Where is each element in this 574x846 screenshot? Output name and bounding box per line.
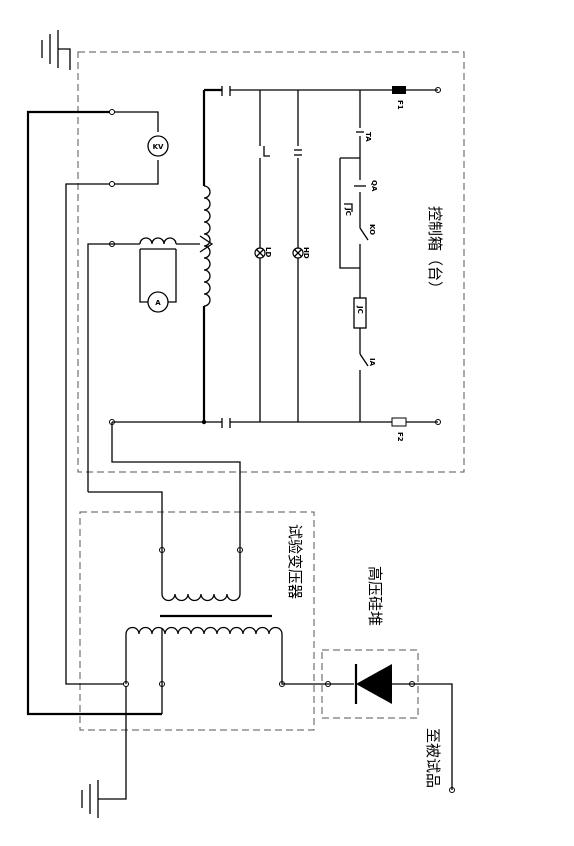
kv-meter-wiring xyxy=(26,110,162,716)
test-transformer xyxy=(125,550,328,714)
voltage-regulator xyxy=(199,90,214,425)
fuse-f1 xyxy=(392,86,406,94)
contact-jc-label: JC xyxy=(344,207,352,216)
fuse-f1-label: F1 xyxy=(396,100,404,110)
terminals xyxy=(109,87,455,793)
lamp-ld xyxy=(254,247,266,259)
fuse-f2 xyxy=(391,417,407,427)
fuse-f2-label: F2 xyxy=(396,432,404,442)
voltmeter: KV xyxy=(147,135,169,157)
lamp-hd xyxy=(292,247,304,259)
switch-ia-label: IA xyxy=(368,358,376,367)
ground-icon-bottom xyxy=(81,687,127,818)
lamp-ld-label: LD xyxy=(264,247,272,257)
ammeter-label: A xyxy=(155,299,161,307)
switch-ko-label: KO xyxy=(368,224,376,235)
hv-silicon-stack-boundary xyxy=(321,649,419,719)
coil-jc-label: JC xyxy=(356,305,364,314)
ammeter-circuit: A xyxy=(87,237,200,492)
transformer-feed xyxy=(88,422,241,550)
control-box-wiring xyxy=(112,86,438,428)
to-test-object-label: 至被试品 xyxy=(424,728,442,788)
switch-qa-label: QA xyxy=(370,180,378,192)
control-box-boundary xyxy=(77,51,465,473)
hv-silicon-stack-label: 高压硅堆 xyxy=(366,566,384,626)
voltmeter-label: KV xyxy=(153,143,164,151)
ground-icon-top xyxy=(41,30,71,70)
switch-ta-label: TA xyxy=(364,132,372,142)
control-box-label: 控制箱（台） xyxy=(426,206,444,296)
hv-diode xyxy=(328,664,453,790)
test-transformer-boundary xyxy=(79,511,315,731)
lamp-hd-label: HD xyxy=(302,247,310,259)
test-transformer-label: 试验变压器 xyxy=(286,524,304,599)
